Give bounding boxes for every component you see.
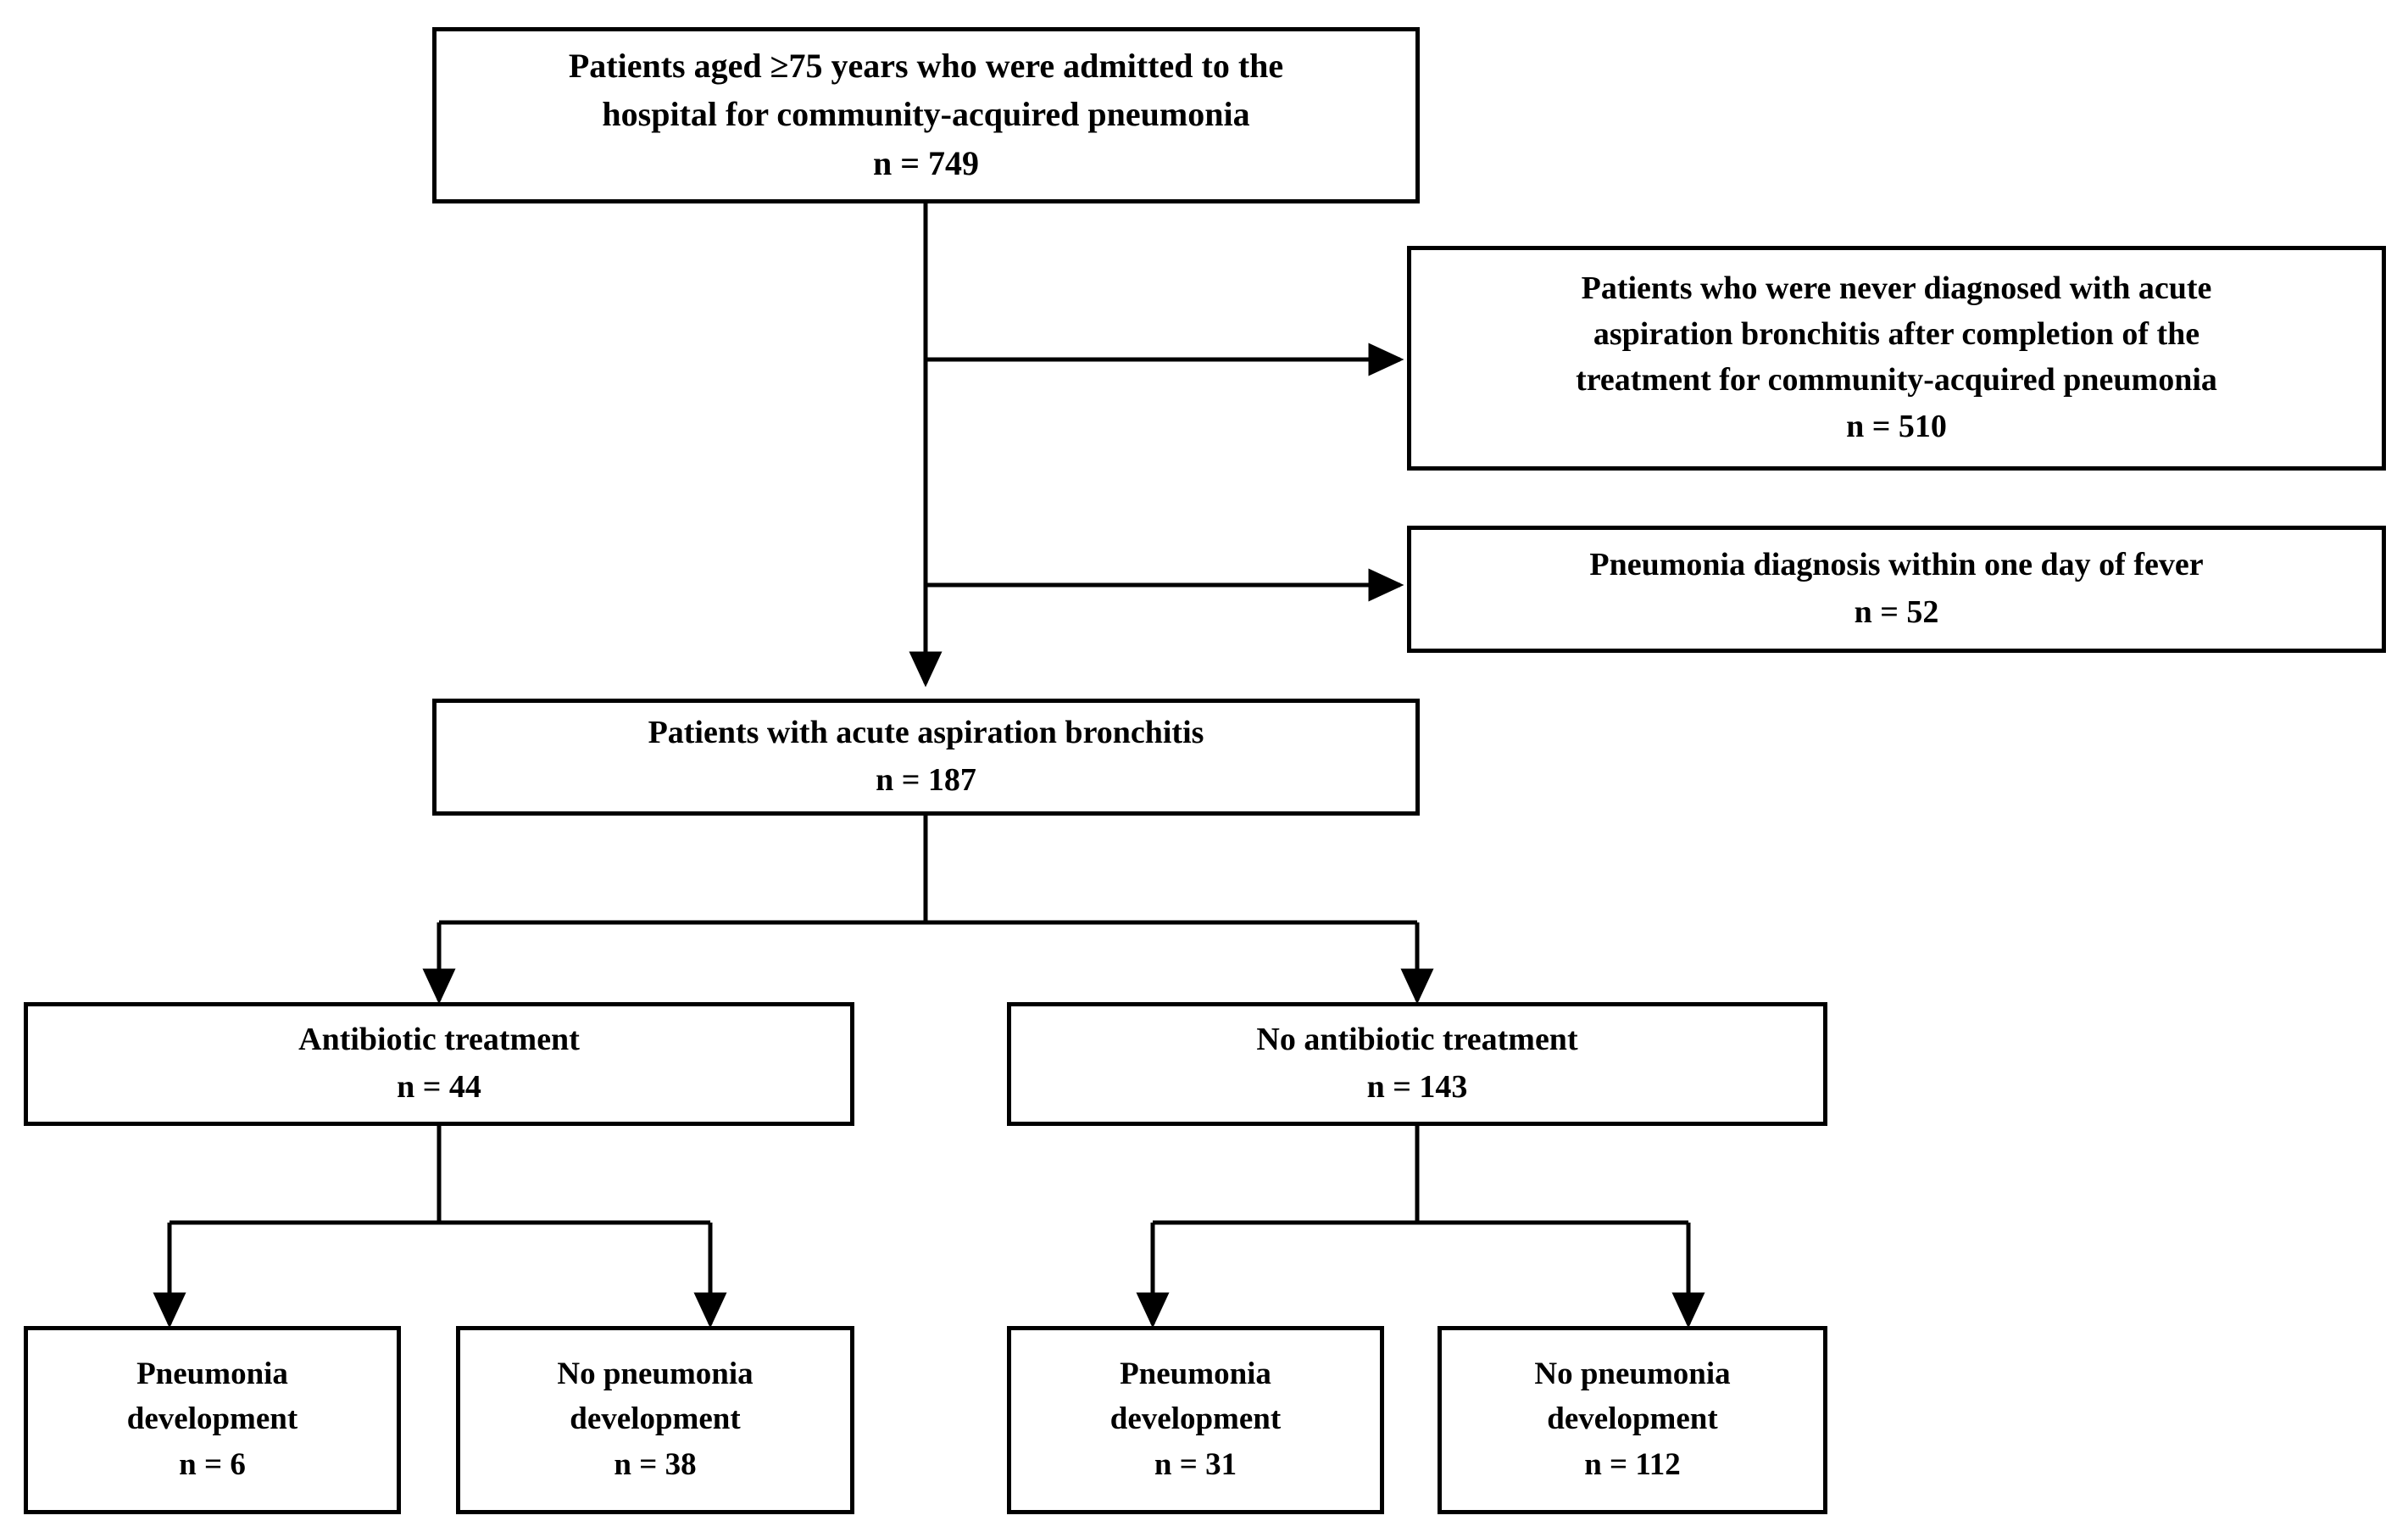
node-excluded-never-diagnosed-line2: aspiration bronchitis after completion o… <box>1593 315 2200 352</box>
node-excluded-never-diagnosed-line3: treatment for community-acquired pneumon… <box>1576 361 2217 398</box>
node-no-antibiotic-treatment: No antibiotic treatment n = 143 <box>1007 1002 1827 1126</box>
node-enrolled-line1: Patients aged ≥75 years who were admitte… <box>568 46 1284 85</box>
node-abx-pneumonia-line2: development <box>126 1401 298 1436</box>
node-enrolled-count: n = 749 <box>872 144 980 183</box>
node-excluded-never-diagnosed-line1: Patients who were never diagnosed with a… <box>1581 270 2212 306</box>
node-enrolled-line2: hospital for community-acquired pneumoni… <box>602 94 1250 133</box>
node-abx-pneumonia-development: Pneumonia development n = 6 <box>24 1326 401 1514</box>
node-included-line1: Patients with acute aspiration bronchiti… <box>648 715 1204 751</box>
node-noabx-pneumonia-line1: Pneumonia <box>1120 1357 1271 1392</box>
node-enrolled-cohort: Patients aged ≥75 years who were admitte… <box>432 27 1420 203</box>
node-abx-pneumonia-line1: Pneumonia <box>136 1357 288 1392</box>
node-excluded-within-one-day: Pneumonia diagnosis within one day of fe… <box>1407 526 2386 653</box>
node-antibiotic-count: n = 44 <box>397 1069 481 1105</box>
node-abx-no-pneumonia-count: n = 38 <box>614 1447 697 1483</box>
node-noabx-pneumonia-line2: development <box>1109 1401 1282 1436</box>
node-noabx-no-pneumonia-line1: No pneumonia <box>1534 1357 1731 1392</box>
node-no-antibiotic-line1: No antibiotic treatment <box>1256 1022 1578 1058</box>
node-excluded-never-diagnosed-count: n = 510 <box>1846 409 1947 445</box>
node-excluded-within-one-day-line1: Pneumonia diagnosis within one day of fe… <box>1589 547 2204 583</box>
node-antibiotic-treatment: Antibiotic treatment n = 44 <box>24 1002 854 1126</box>
node-noabx-no-pneumonia-line2: development <box>1547 1401 1718 1436</box>
node-antibiotic-line1: Antibiotic treatment <box>298 1022 580 1058</box>
node-included-cohort: Patients with acute aspiration bronchiti… <box>432 699 1420 816</box>
node-abx-no-pneumonia-development: No pneumonia development n = 38 <box>456 1326 854 1514</box>
node-noabx-pneumonia-count: n = 31 <box>1154 1447 1237 1483</box>
node-abx-no-pneumonia-line1: No pneumonia <box>557 1357 754 1392</box>
node-noabx-no-pneumonia-count: n = 112 <box>1584 1447 1681 1483</box>
node-abx-no-pneumonia-line2: development <box>570 1401 741 1436</box>
node-noabx-no-pneumonia-development: No pneumonia development n = 112 <box>1438 1326 1827 1514</box>
node-included-count: n = 187 <box>876 762 976 798</box>
node-no-antibiotic-count: n = 143 <box>1366 1069 1468 1105</box>
node-excluded-never-diagnosed: Patients who were never diagnosed with a… <box>1407 246 2386 471</box>
node-noabx-pneumonia-development: Pneumonia development n = 31 <box>1007 1326 1384 1514</box>
node-excluded-within-one-day-count: n = 52 <box>1854 594 1939 630</box>
node-abx-pneumonia-count: n = 6 <box>179 1447 246 1483</box>
